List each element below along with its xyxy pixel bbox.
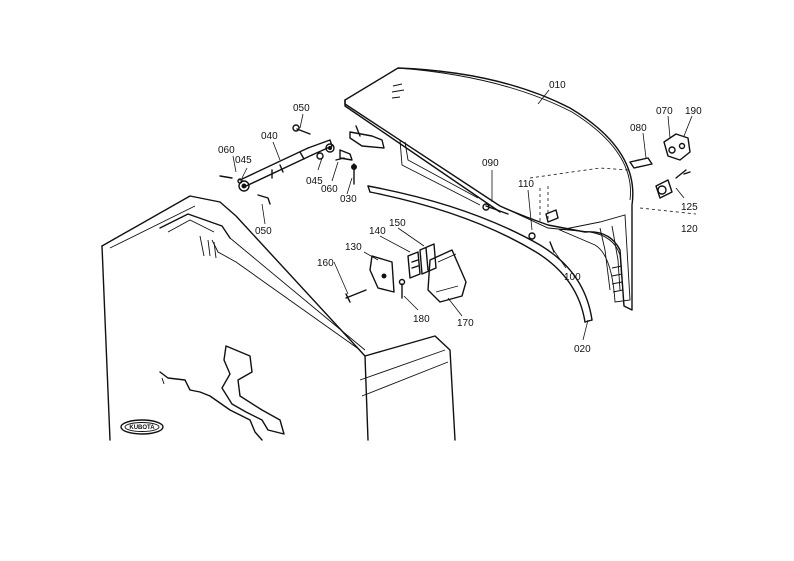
label-150: 150 bbox=[389, 218, 406, 229]
label-120: 120 bbox=[681, 224, 698, 235]
label-125: 125 bbox=[681, 202, 698, 213]
label-060b: 060 bbox=[321, 184, 338, 195]
hood-panel bbox=[344, 67, 634, 311]
kubota-logo: KUBOTA bbox=[120, 419, 164, 435]
small-fasteners bbox=[219, 124, 345, 205]
label-045a: 045 bbox=[235, 155, 252, 166]
latch-assembly bbox=[345, 243, 467, 303]
label-070: 070 bbox=[656, 106, 673, 117]
label-140: 140 bbox=[369, 226, 386, 237]
label-180: 180 bbox=[413, 314, 430, 325]
hood-grille bbox=[611, 265, 624, 293]
part-labels: 010 020 030 040 045 045 050 050 060 060 … bbox=[218, 80, 702, 355]
leader-lines bbox=[232, 89, 693, 341]
label-050b: 050 bbox=[255, 226, 272, 237]
label-160: 160 bbox=[317, 258, 334, 269]
rear-latch bbox=[629, 133, 697, 215]
label-045b: 045 bbox=[306, 176, 323, 187]
gas-strut bbox=[238, 139, 335, 192]
label-040: 040 bbox=[261, 131, 278, 142]
label-130: 130 bbox=[345, 242, 362, 253]
label-010: 010 bbox=[549, 80, 566, 91]
hood-pins bbox=[482, 203, 559, 253]
label-110: 110 bbox=[518, 179, 534, 190]
label-020: 020 bbox=[574, 344, 591, 355]
label-170: 170 bbox=[457, 318, 474, 329]
label-080: 080 bbox=[630, 123, 647, 134]
label-100: 100 bbox=[564, 272, 581, 283]
label-060a: 060 bbox=[218, 145, 235, 156]
engine-cover-body bbox=[101, 195, 456, 441]
logo-text: KUBOTA bbox=[129, 425, 155, 431]
label-050a: 050 bbox=[293, 103, 310, 114]
seal-strip bbox=[367, 185, 593, 323]
label-090: 090 bbox=[482, 158, 499, 169]
hinge-bracket bbox=[339, 125, 385, 185]
label-190: 190 bbox=[685, 106, 702, 117]
label-030: 030 bbox=[340, 194, 357, 205]
